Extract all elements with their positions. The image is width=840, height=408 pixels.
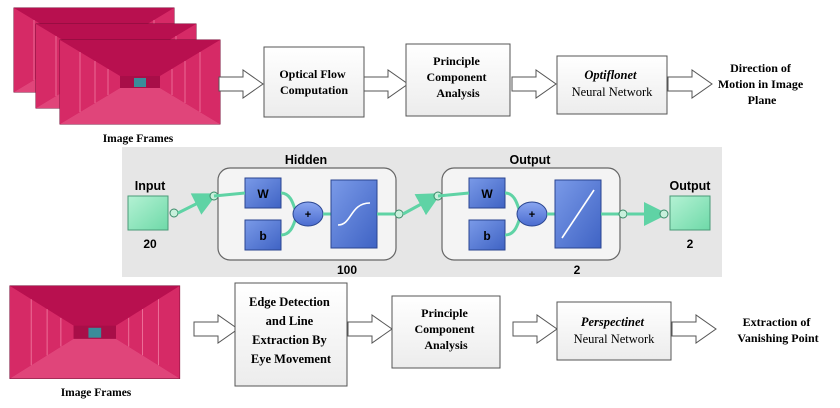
bottom-arrow-3	[512, 314, 558, 344]
top-arrow-1	[218, 69, 264, 99]
svg-text:Optiflonet Neural Networ: Optiflonet Neural Network	[572, 68, 654, 99]
output-node	[669, 195, 711, 231]
output-bias-block	[468, 219, 506, 251]
hidden-size: 100	[337, 263, 357, 277]
top-box-pca: Principle Component Analysis	[405, 43, 511, 117]
top-arrow-2	[363, 69, 409, 99]
svg-text:W: W	[257, 187, 269, 201]
bottom-box-perspectinet: Perspectinet Neural Network	[556, 301, 672, 361]
output-weight-block	[468, 177, 506, 209]
bottom-box-pca: Principle Component Analysis	[391, 295, 501, 369]
output-layer-title: Output	[510, 153, 552, 167]
input-size: 20	[143, 237, 157, 251]
top-image-frames	[13, 7, 221, 125]
svg-text:Principle Component: Principle Component Analysis	[414, 306, 477, 352]
hidden-weight-block	[244, 177, 282, 209]
svg-text:+: +	[305, 209, 311, 221]
input-node	[127, 195, 169, 231]
bottom-frames-caption: Image Frames	[61, 387, 132, 399]
hidden-title: Hidden	[285, 153, 327, 167]
sigmoid-icon	[337, 202, 371, 226]
top-arrow-3	[511, 69, 557, 99]
output-count: 2	[687, 237, 694, 251]
svg-text:Optical Flow Computation: Optical Flow Computation	[279, 67, 348, 97]
bottom-output-text: Extraction of Vanishing Point	[737, 315, 818, 345]
svg-text:b: b	[483, 229, 490, 243]
svg-text:Principle Component: Principle Component Analysis	[426, 54, 489, 100]
hidden-transfer-block	[330, 179, 378, 249]
linear-icon	[561, 189, 595, 239]
top-output-text: Direction of Motion in Image Plane	[718, 61, 806, 107]
svg-text:Perspectinet Neural Netw: Perspectinet Neural Network	[574, 315, 656, 346]
input-label: Input	[135, 179, 166, 193]
bottom-image-frame	[9, 285, 181, 379]
svg-text:W: W	[481, 187, 493, 201]
svg-text:+: +	[529, 209, 535, 221]
svg-text:b: b	[259, 229, 266, 243]
bottom-arrow-1	[193, 314, 239, 344]
bottom-box-edge-detection: Edge Detection and Line Extraction By Ey…	[234, 282, 348, 387]
top-box-optiflonet: Optiflonet Neural Network	[556, 55, 668, 115]
output-layer-size: 2	[574, 263, 581, 277]
hidden-bias-block	[244, 219, 282, 251]
top-box-optical-flow: Optical Flow Computation	[263, 46, 365, 118]
neural-network-panel: Input 20 Hidden W b + 100 Output W	[122, 147, 722, 277]
bottom-arrow-2	[347, 314, 393, 344]
bottom-arrow-4	[671, 314, 717, 344]
top-frames-caption: Image Frames	[103, 133, 174, 145]
output-label: Output	[670, 179, 712, 193]
top-arrow-4	[667, 69, 713, 99]
svg-text:Edge Detection and Line: Edge Detection and Line Extraction By Ey…	[249, 295, 333, 366]
